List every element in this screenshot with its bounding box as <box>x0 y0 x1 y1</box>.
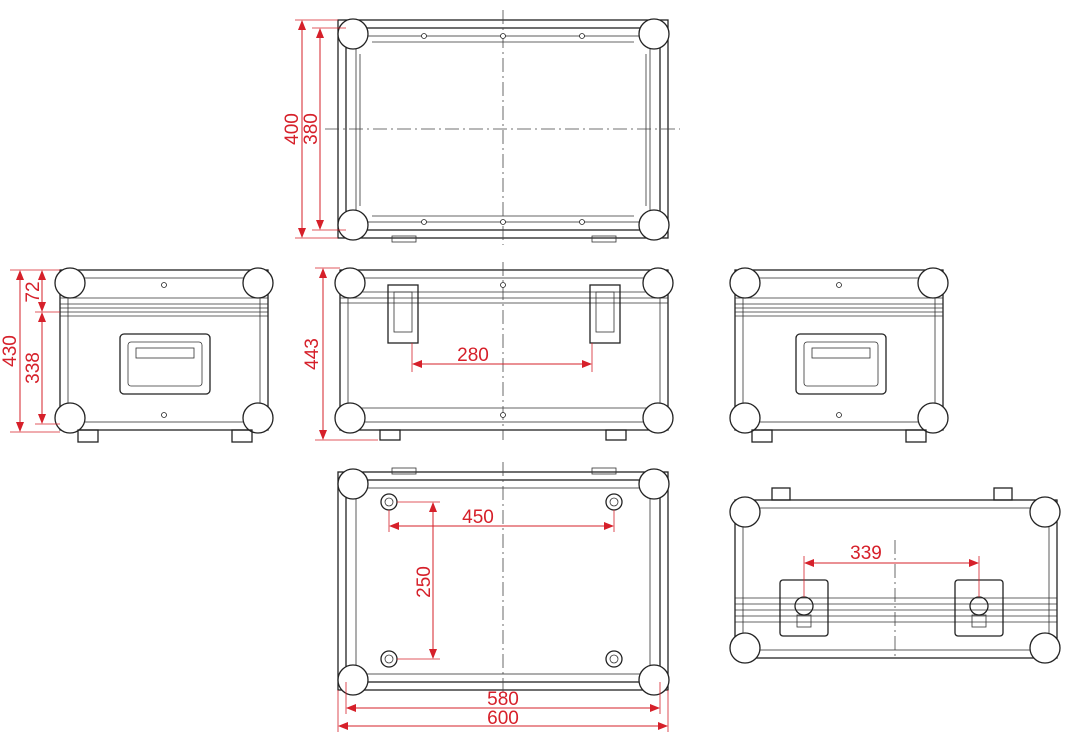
dim-250: 250 <box>414 566 435 598</box>
rear-view-dimensions: 339 <box>803 543 980 597</box>
top-view-dimensions: 400 380 <box>282 19 346 239</box>
dim-600: 600 <box>487 708 519 729</box>
dim-280: 280 <box>457 345 489 366</box>
bottom-view-dimensions: 450 250 580 600 <box>337 501 669 732</box>
rear-view <box>729 487 1061 664</box>
dim-443: 443 <box>302 338 323 370</box>
front-view <box>334 262 674 441</box>
dim-339: 339 <box>850 543 882 564</box>
left-side-dimensions: 430 72 338 <box>0 269 60 433</box>
dim-430: 430 <box>0 335 21 367</box>
dim-338: 338 <box>23 352 44 384</box>
top-view <box>325 10 680 245</box>
left-side-view <box>54 267 274 443</box>
dim-400: 400 <box>282 113 303 145</box>
front-view-dimensions: 443 280 <box>302 267 593 441</box>
dim-580: 580 <box>487 689 519 710</box>
dim-72: 72 <box>23 281 44 302</box>
dim-380: 380 <box>301 113 322 145</box>
dim-450: 450 <box>462 507 494 528</box>
bottom-view <box>337 462 670 700</box>
right-side-view <box>729 267 949 443</box>
